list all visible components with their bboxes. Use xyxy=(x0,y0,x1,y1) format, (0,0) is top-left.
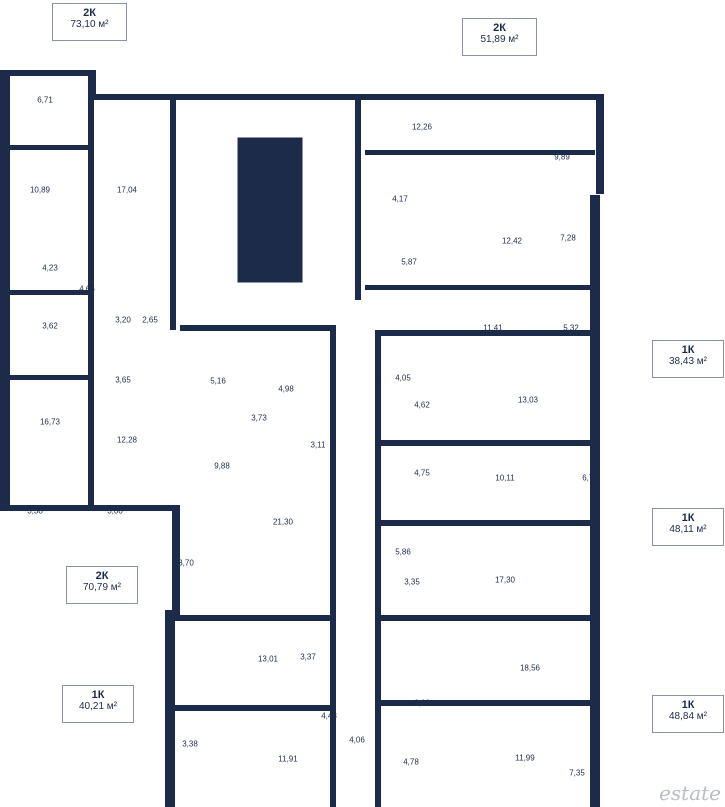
room-area: 12,28 xyxy=(116,435,138,445)
apartment-type: 1К xyxy=(681,344,695,356)
room-area: 3,00 xyxy=(107,506,123,516)
room-area: 10,11 xyxy=(495,473,515,483)
apartment-type: 1К xyxy=(91,689,105,701)
apartment-tag-a3[interactable]: 1К 38,43 м² xyxy=(652,340,724,378)
room-area: 9,88 xyxy=(214,461,230,471)
apartment-tag-a4[interactable]: 1К 48,11 м² xyxy=(652,508,724,546)
apartment-area: 38,43 м² xyxy=(668,356,707,368)
room-area: 4,06 xyxy=(349,735,365,745)
apartment-type: 2К xyxy=(493,22,506,34)
apartment-tag-a7[interactable]: 1К 48,84 м² xyxy=(652,695,724,733)
room-area: 4,05 xyxy=(395,373,411,383)
room-area: 3,62 xyxy=(42,321,58,331)
room-area: 12,26 xyxy=(411,122,433,132)
apartment-area: 48,84 м² xyxy=(668,711,707,723)
room-area: 17,30 xyxy=(494,575,516,585)
room-area: 4,98 xyxy=(278,384,294,394)
room-area: 6,16 xyxy=(414,698,430,708)
room-area: 9,89 xyxy=(554,152,570,162)
apartment-tag-a6[interactable]: 1К 40,21 м² xyxy=(62,685,134,723)
apartment-type: 1К xyxy=(681,512,695,524)
room-area: 4,65 xyxy=(79,284,95,294)
room-area: 10,89 xyxy=(29,185,51,195)
apartment-tag-a2[interactable]: 2К 51,89 м² xyxy=(462,18,537,56)
brand-watermark: estate xyxy=(659,781,721,805)
walls xyxy=(0,70,604,807)
room-area: 11,91 xyxy=(278,754,298,764)
apartment-tag-a1[interactable]: 2К 73,10 м² xyxy=(52,3,127,41)
room-area: 12,42 xyxy=(501,236,523,246)
room-area: 3,70 xyxy=(178,558,194,568)
room-area: 3,37 xyxy=(300,652,316,662)
room-area: 4,17 xyxy=(392,194,408,204)
room-area: 4,48 xyxy=(321,711,337,721)
apartment-type: 1К xyxy=(681,699,695,711)
room-area: 3,65 xyxy=(115,375,131,385)
room-area: 3,20 xyxy=(115,315,131,325)
room-area: 3,38 xyxy=(27,506,43,516)
room-area: 17,04 xyxy=(116,185,138,195)
room-area: 3,38 xyxy=(182,739,198,749)
apartment-area: 73,10 м² xyxy=(70,19,109,31)
room-area: 21,30 xyxy=(272,517,294,527)
room-area: 2,65 xyxy=(142,315,158,325)
room-area: 5,86 xyxy=(395,547,411,557)
apartment-type: 2К xyxy=(83,7,96,19)
room-area: 6,74 xyxy=(582,473,598,483)
room-area: 4,23 xyxy=(42,263,58,273)
room-area: 13,01 xyxy=(257,654,279,664)
room-area: 6,71 xyxy=(37,95,53,105)
room-area: 3,73 xyxy=(251,413,267,423)
room-area: 4,75 xyxy=(414,468,430,478)
apartment-area: 70,79 м² xyxy=(82,582,121,594)
room-area: 5,16 xyxy=(210,376,226,386)
apartment-area: 48,11 м² xyxy=(669,524,707,536)
apartment-tag-a5[interactable]: 2К 70,79 м² xyxy=(66,566,138,604)
room-area: 11,99 xyxy=(515,753,535,763)
apartment-area: 40,21 м² xyxy=(78,701,117,713)
room-area: 4,62 xyxy=(414,400,430,410)
room-area: 3,11 xyxy=(310,440,326,450)
room-area: 18,56 xyxy=(519,663,541,673)
room-area: 3,35 xyxy=(404,577,420,587)
room-area: 11,41 xyxy=(483,323,503,333)
room-area: 5,87 xyxy=(401,257,417,267)
room-area: 7,35 xyxy=(569,768,585,778)
room-area: 4,78 xyxy=(403,757,419,767)
room-area: 16,73 xyxy=(39,417,61,427)
room-area: 5,32 xyxy=(563,323,579,333)
apartment-type: 2К xyxy=(95,570,109,582)
room-area: 13,03 xyxy=(517,395,539,405)
room-area: 7,28 xyxy=(560,233,576,243)
apartment-area: 51,89 м² xyxy=(480,34,519,46)
